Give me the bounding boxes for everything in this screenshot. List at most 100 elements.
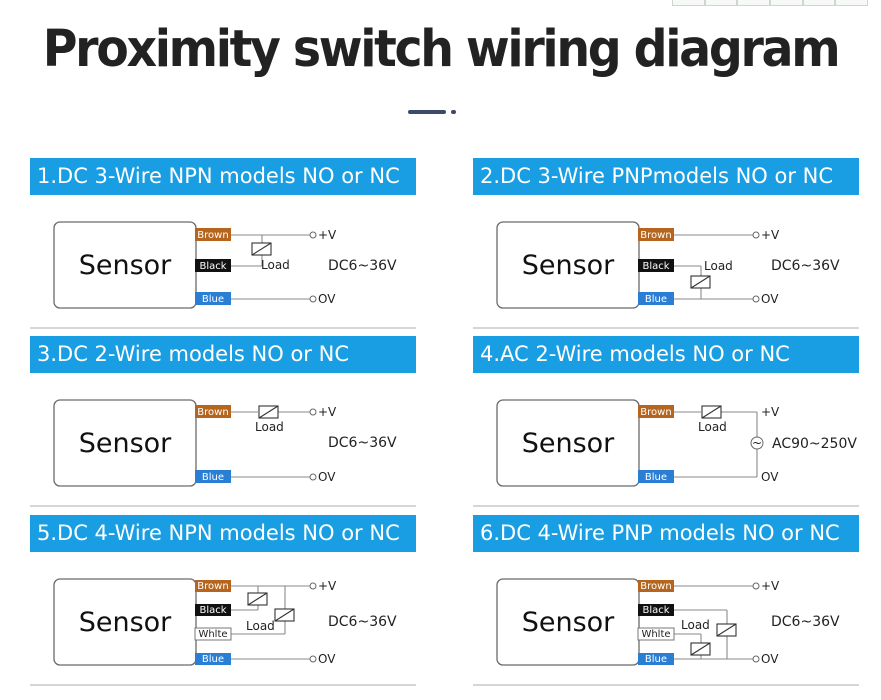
svg-text:Brown: Brown bbox=[197, 407, 228, 418]
wire-tag-brown bbox=[195, 228, 231, 241]
wire-tag-white bbox=[194, 627, 232, 641]
voltage-range: DC6~36V bbox=[771, 258, 840, 274]
zero-v-label: OV bbox=[318, 292, 336, 306]
panel-header: 3.DC 2-Wire models NO or NC bbox=[30, 336, 416, 373]
terminal-zero bbox=[309, 473, 317, 481]
wire-tag-white bbox=[637, 627, 675, 641]
plus-v-label: +V bbox=[318, 405, 337, 419]
wire-tag-blue bbox=[195, 653, 231, 665]
wiring-diagram: Sensor Brown Black Blue Load +V OV DC6~3… bbox=[496, 221, 840, 309]
plus-v-label: +V bbox=[761, 405, 780, 419]
panel-divider bbox=[30, 327, 416, 329]
relay-coil bbox=[258, 405, 279, 419]
svg-text:Brown: Brown bbox=[640, 230, 671, 241]
panel-header: 6.DC 4-Wire PNP models NO or NC bbox=[473, 515, 859, 552]
svg-text:Whlte: Whlte bbox=[641, 629, 670, 640]
title-underline bbox=[408, 110, 446, 114]
terminal-plus bbox=[309, 582, 317, 590]
panel-header: 5.DC 4-Wire NPN models NO or NC bbox=[30, 515, 416, 552]
relay-coil bbox=[716, 623, 737, 637]
panel-header: 4.AC 2-Wire models NO or NC bbox=[473, 336, 859, 373]
relay-coil bbox=[251, 242, 272, 256]
wiring-panel-5: 5.DC 4-Wire NPN models NO or NC Sensor B… bbox=[30, 515, 416, 686]
terminal-zero bbox=[752, 295, 760, 303]
page-title: Proximity switch wiring diagram bbox=[42, 20, 841, 79]
voltage-range: DC6~36V bbox=[328, 258, 397, 274]
wiring-panel-1: 1.DC 3-Wire NPN models NO or NC Sensor B… bbox=[30, 158, 416, 329]
terminal-zero bbox=[752, 655, 760, 663]
zero-v-label: OV bbox=[761, 470, 779, 484]
wire-tag-black bbox=[638, 604, 674, 616]
relay-coil bbox=[247, 592, 268, 606]
sensor-label: Sensor bbox=[522, 428, 615, 459]
panel-divider bbox=[30, 505, 416, 507]
svg-text:Brown: Brown bbox=[197, 230, 228, 241]
wire-tag-black bbox=[638, 259, 674, 272]
relay-coil bbox=[701, 405, 722, 419]
sensor-box bbox=[496, 578, 640, 666]
zero-v-label: OV bbox=[761, 652, 779, 666]
svg-text:Whlte: Whlte bbox=[198, 629, 227, 640]
title-dot bbox=[451, 110, 456, 114]
wiring-diagram: Sensor Brown Black Whlte Blue Load +V OV… bbox=[53, 578, 397, 666]
load-label: Load bbox=[246, 619, 275, 633]
wiring-panel-4: 4.AC 2-Wire models NO or NC Sensor ~ Bro… bbox=[473, 336, 859, 507]
wiring-panel-2: 2.DC 3-Wire PNPmodels NO or NC Sensor Br… bbox=[473, 158, 859, 329]
toolbar-button[interactable] bbox=[704, 0, 738, 6]
zero-v-label: OV bbox=[318, 652, 336, 666]
wire-tag-blue bbox=[195, 292, 231, 305]
ac-source-icon: ~ bbox=[750, 436, 764, 450]
voltage-range: AC90~250V bbox=[772, 436, 857, 452]
voltage-range: DC6~36V bbox=[328, 614, 397, 630]
toolbar-button[interactable] bbox=[737, 0, 771, 6]
wire-tag-black bbox=[195, 259, 231, 272]
wire-tag-brown bbox=[638, 580, 674, 592]
svg-text:Blue: Blue bbox=[202, 294, 224, 305]
terminal-zero bbox=[309, 655, 317, 663]
sensor-label: Sensor bbox=[522, 250, 615, 281]
plus-v-label: +V bbox=[318, 228, 337, 242]
toolbar-button[interactable] bbox=[835, 0, 869, 6]
sensor-label: Sensor bbox=[79, 250, 172, 281]
svg-text:Blue: Blue bbox=[202, 654, 224, 665]
sensor-label: Sensor bbox=[79, 607, 172, 638]
svg-text:Brown: Brown bbox=[197, 581, 228, 592]
top-toolbar bbox=[672, 0, 869, 7]
wire-tag-brown bbox=[638, 405, 674, 418]
sensor-box bbox=[496, 399, 640, 487]
wire-tag-blue bbox=[195, 470, 231, 483]
wiring-panel-6: 6.DC 4-Wire PNP models NO or NC Sensor B… bbox=[473, 515, 859, 686]
zero-v-label: OV bbox=[318, 470, 336, 484]
toolbar-button[interactable] bbox=[770, 0, 803, 6]
sensor-box bbox=[53, 578, 197, 666]
svg-text:Brown: Brown bbox=[640, 581, 671, 592]
wire-tag-brown bbox=[195, 580, 231, 592]
relay-coil bbox=[690, 275, 711, 289]
wire-tag-blue bbox=[638, 653, 674, 665]
wiring-diagram: Sensor ~ Brown Blue Load +V OV AC90~250V bbox=[496, 399, 857, 487]
svg-text:Black: Black bbox=[199, 605, 226, 616]
load-label: Load bbox=[255, 420, 284, 434]
wire-tag-blue bbox=[638, 292, 674, 305]
sensor-label: Sensor bbox=[522, 607, 615, 638]
plus-v-label: +V bbox=[761, 228, 780, 242]
relay-coil bbox=[690, 642, 711, 656]
wire-tag-brown bbox=[638, 228, 674, 241]
panel-header: 2.DC 3-Wire PNPmodels NO or NC bbox=[473, 158, 859, 195]
panel-divider bbox=[473, 684, 859, 686]
toolbar-button[interactable] bbox=[672, 0, 705, 6]
voltage-range: DC6~36V bbox=[328, 435, 397, 451]
svg-text:Blue: Blue bbox=[645, 654, 667, 665]
voltage-range: DC6~36V bbox=[771, 614, 840, 630]
svg-text:Black: Black bbox=[642, 605, 669, 616]
svg-text:Black: Black bbox=[642, 261, 669, 272]
sensor-box bbox=[53, 399, 197, 487]
load-label: Load bbox=[681, 618, 710, 632]
toolbar-button[interactable] bbox=[802, 0, 836, 6]
svg-text:Black: Black bbox=[199, 261, 226, 272]
terminal-plus bbox=[309, 231, 317, 239]
terminal-plus bbox=[752, 231, 760, 239]
terminal-zero bbox=[309, 295, 317, 303]
zero-v-label: OV bbox=[761, 292, 779, 306]
wire-tag-black bbox=[195, 604, 231, 616]
